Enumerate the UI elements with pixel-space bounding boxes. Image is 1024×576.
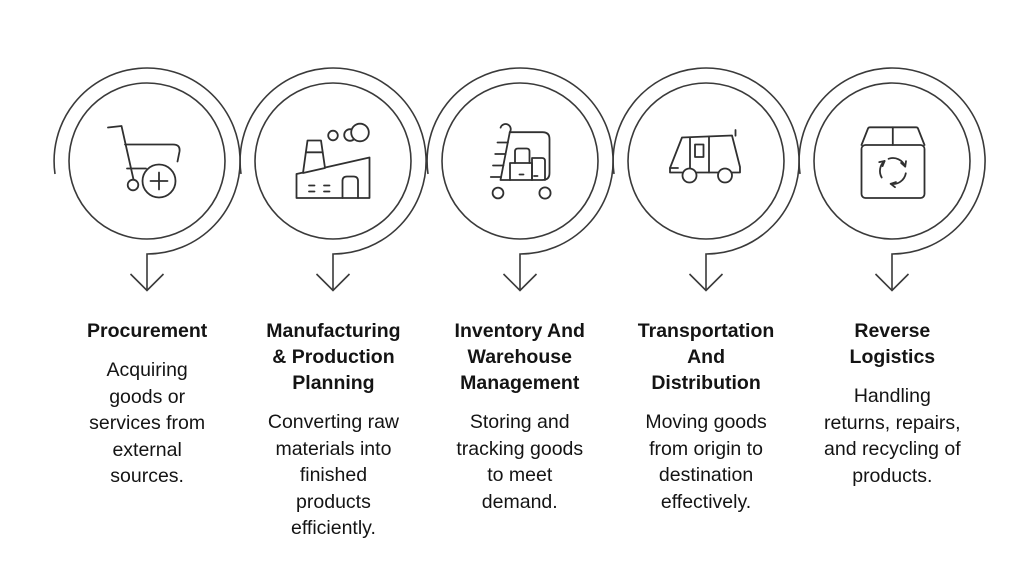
recycle-box-icon — [860, 126, 926, 199]
cart-plus-icon — [107, 125, 181, 199]
stage-title: Transportation And Distribution — [637, 320, 775, 394]
delivery-truck-icon — [669, 129, 741, 184]
spiral-arrow-line — [53, 67, 241, 290]
spiral-arrow-line — [239, 67, 428, 290]
stage-title: Procurement — [87, 320, 208, 342]
arrow-head — [130, 273, 165, 292]
stages-row: Procurement Acquiring goods or services … — [53, 61, 987, 542]
stage-circle — [627, 82, 785, 240]
stage-description: Acquiring goods or services from externa… — [89, 359, 206, 487]
stage-reverse-logistics: Reverse Logistics Handling returns, repa… — [798, 61, 987, 542]
stage-circle — [440, 82, 599, 240]
swirl-arrow-graphic — [53, 67, 241, 292]
stage-circle — [68, 82, 226, 240]
swirl-arrow-graphic — [798, 67, 987, 292]
factory-icon — [296, 122, 371, 199]
spiral-arrow-line — [612, 67, 800, 290]
stage-inventory: Inventory And Warehouse Management Stori… — [426, 61, 614, 542]
warehouse-cart-icon — [489, 123, 552, 200]
arrow-head — [875, 273, 910, 292]
swirl-arrow-graphic — [426, 67, 614, 292]
stage-description: Storing and tracking goods to meet deman… — [456, 411, 584, 513]
stage-title: Inventory And Warehouse Management — [454, 320, 585, 394]
stage-circle — [813, 82, 972, 240]
stage-transportation: Transportation And Distribution Moving g… — [612, 61, 800, 542]
stage-description: Handling returns, repairs, and recycling… — [824, 385, 961, 487]
arrow-head — [688, 273, 724, 292]
arrow-head — [316, 273, 351, 292]
swirl-arrow-graphic — [612, 67, 800, 292]
stage-title: Reverse Logistics — [849, 320, 936, 368]
stage-circle — [254, 82, 413, 240]
stage-description: Moving goods from origin to destination … — [645, 411, 767, 513]
swirl-arrow-graphic — [239, 67, 428, 292]
spiral-arrow-line — [426, 67, 614, 290]
stage-procurement: Procurement Acquiring goods or services … — [53, 61, 241, 542]
stage-manufacturing: Manufacturing & Production Planning Conv… — [239, 61, 428, 542]
stage-description: Converting raw materials into finished p… — [267, 411, 400, 539]
arrow-head — [502, 273, 537, 292]
spiral-arrow-line — [798, 67, 987, 290]
stage-title: Manufacturing & Production Planning — [266, 320, 401, 394]
